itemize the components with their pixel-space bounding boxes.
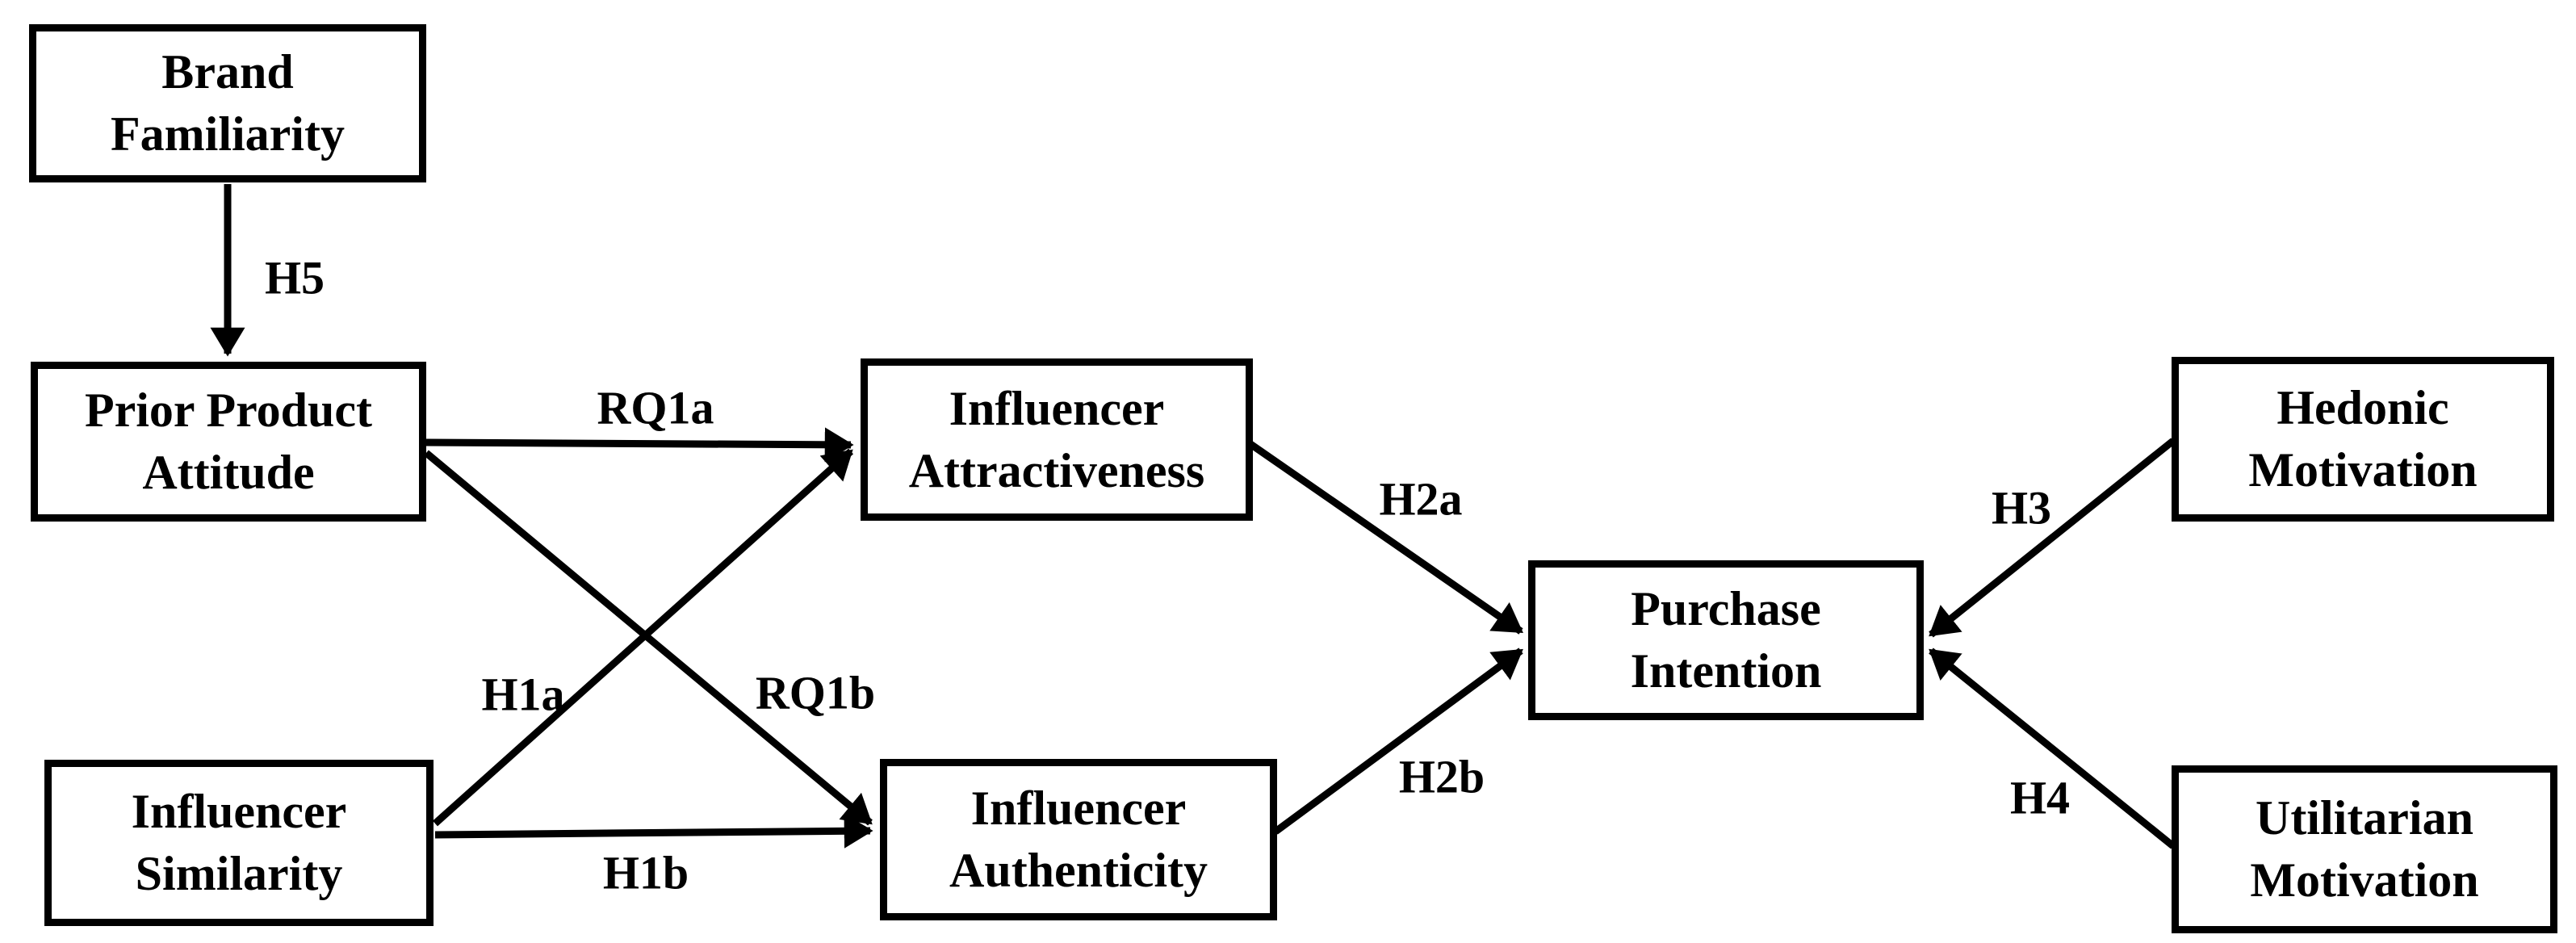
node-label-line: Prior Product xyxy=(84,383,373,438)
node-influencer-attractiveness: Influencer Attractiveness xyxy=(861,358,1253,521)
edge-h4-arrow xyxy=(1929,648,2176,849)
node-label-line: Hedonic xyxy=(2277,381,2449,435)
node-label-line: Attractiveness xyxy=(908,443,1205,497)
node-label-line: Intention xyxy=(1630,644,1822,698)
edge-rq1b-arrow xyxy=(424,450,873,826)
node-label-line: Familiarity xyxy=(111,107,345,161)
node-label-line: Purchase xyxy=(1631,582,1821,636)
node-label-line: Motivation xyxy=(2248,443,2478,497)
node-label-line: Influencer xyxy=(949,381,1165,435)
node-label-line: Brand xyxy=(161,45,294,99)
node-brand-familiarity: Brand Familiarity xyxy=(29,24,426,182)
edge-label-rq1b: RQ1b xyxy=(755,666,876,719)
edge-h3-arrow xyxy=(1929,438,2176,638)
edge-h1b-arrow xyxy=(434,813,873,849)
node-hedonic-motivation: Hedonic Motivation xyxy=(2172,357,2554,522)
node-label-line: Motivation xyxy=(2250,853,2479,907)
edge-label-h3: H3 xyxy=(1991,481,2052,534)
node-influencer-authenticity: Influencer Authenticity xyxy=(880,759,1277,920)
node-label-line: Influencer xyxy=(970,782,1187,836)
node-prior-product-attitude: Prior Product Attitude xyxy=(31,362,426,522)
node-label-line: Influencer xyxy=(131,785,347,839)
edge-h1a-arrow xyxy=(432,448,854,827)
edge-rq1a-arrow xyxy=(425,427,854,463)
edge-label-h2b: H2b xyxy=(1398,750,1485,803)
edge-h2a-arrow xyxy=(1248,441,1523,635)
edge-h2b-arrow xyxy=(1273,648,1523,835)
edge-label-h5: H5 xyxy=(264,251,325,304)
node-label-line: Similarity xyxy=(135,847,343,900)
edge-label-h2a: H2a xyxy=(1379,472,1463,526)
node-label-line: Utilitarian xyxy=(2256,791,2473,845)
edge-label-rq1a: RQ1a xyxy=(597,381,714,434)
node-utilitarian-motivation: Utilitarian Motivation xyxy=(2172,765,2557,933)
node-label-line: Authenticity xyxy=(949,844,1208,897)
node-label-line: Attitude xyxy=(142,446,315,499)
node-influencer-similarity: Influencer Similarity xyxy=(44,760,434,926)
node-purchase-intention: Purchase Intention xyxy=(1528,560,1924,720)
edge-label-h1b: H1b xyxy=(602,846,689,899)
edge-label-h4: H4 xyxy=(2009,771,2071,824)
edge-label-h1a: H1a xyxy=(481,668,565,721)
